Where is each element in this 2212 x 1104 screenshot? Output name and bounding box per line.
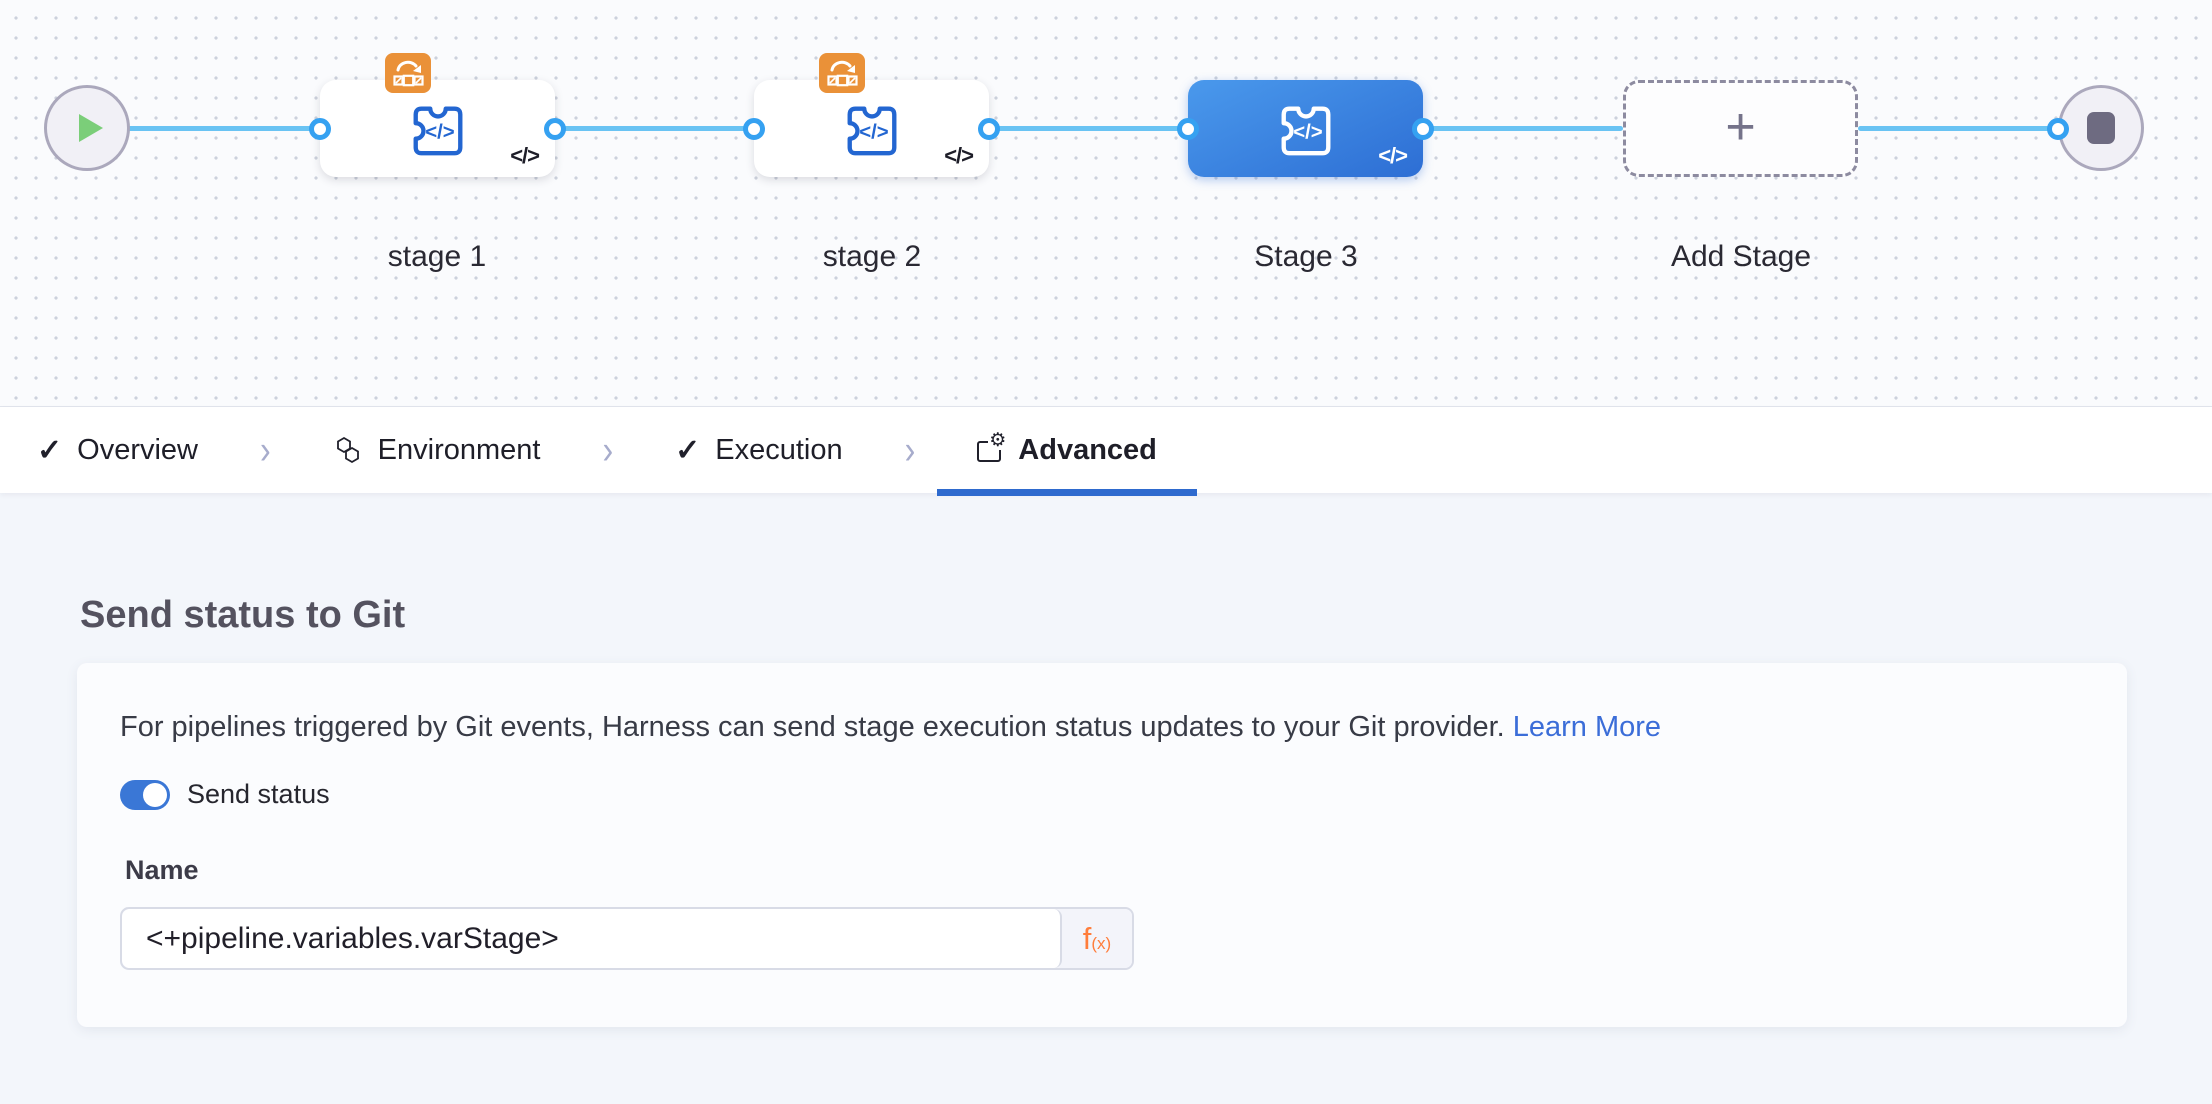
yaml-chip: </>	[510, 143, 540, 168]
custom-stage-icon: </>	[847, 105, 896, 155]
stage-config-tabbar: ✓ Overview › Environment › ✓ Execution ›…	[0, 407, 2212, 496]
port-dot[interactable]	[544, 118, 566, 140]
tab-advanced[interactable]: ⚙ Advanced	[937, 407, 1197, 496]
description-body: For pipelines triggered by Git events, H…	[120, 711, 1505, 743]
svg-text:</>: </>	[1293, 121, 1323, 143]
svg-text:</>: </>	[425, 121, 455, 143]
tab-label: Environment	[377, 433, 541, 466]
port-dot[interactable]	[1177, 118, 1199, 140]
name-input-group: f (x)	[120, 907, 1134, 970]
tab-execution[interactable]: ✓ Execution	[635, 407, 883, 493]
port-dot[interactable]	[2047, 118, 2069, 140]
tab-environment[interactable]: Environment	[293, 407, 581, 493]
custom-stage-icon: </>	[413, 105, 462, 155]
deploy-badge-icon	[819, 53, 865, 93]
check-icon: ✓	[37, 433, 63, 467]
stage-label-2: stage 2	[822, 240, 922, 273]
toggle-knob	[143, 782, 167, 807]
learn-more-link[interactable]: Learn More	[1512, 711, 1662, 743]
tab-label: Overview	[77, 433, 198, 466]
edge-addstage-end	[1858, 126, 2058, 131]
chevron-right-icon: ›	[260, 426, 271, 472]
toggle-label: Send status	[187, 779, 330, 809]
stage-label-3: Stage 3	[1254, 240, 1358, 273]
port-dot[interactable]	[1412, 118, 1434, 140]
tab-overview[interactable]: ✓ Overview	[37, 407, 238, 493]
pipeline-start-node	[44, 85, 130, 171]
port-dot[interactable]	[309, 118, 331, 140]
send-status-toggle[interactable]	[120, 779, 170, 810]
port-dot[interactable]	[743, 118, 765, 140]
custom-stage-icon: </>	[1281, 105, 1330, 155]
deploy-badge-icon	[385, 53, 431, 93]
tab-label: Execution	[715, 433, 843, 466]
yaml-chip: </>	[1378, 143, 1408, 168]
edge-stage3-addstage	[1423, 126, 1623, 131]
play-icon	[79, 114, 103, 142]
tab-label: Advanced	[1018, 433, 1157, 466]
add-stage-label: Add Stage	[1670, 240, 1812, 273]
plus-icon: +	[1725, 97, 1756, 156]
expression-fx-button[interactable]: f (x)	[1062, 909, 1132, 968]
add-stage-button[interactable]: +	[1623, 80, 1858, 177]
chevron-right-icon: ›	[904, 426, 916, 472]
send-status-card: For pipelines triggered by Git events, H…	[77, 663, 2127, 1027]
name-field-label: Name	[125, 855, 199, 885]
stage-label-1: stage 1	[387, 240, 487, 273]
chevron-right-icon: ›	[602, 426, 614, 472]
stop-icon	[2087, 112, 2115, 144]
stage-node-1[interactable]: </> </>	[309, 53, 566, 177]
fx-icon: f	[1082, 921, 1092, 956]
port-dot[interactable]	[978, 118, 1000, 140]
edge-stage2-stage3	[989, 126, 1188, 131]
description-text: For pipelines triggered by Git events, H…	[120, 707, 2087, 747]
stage-node-3-selected[interactable]: </> </>	[1177, 80, 1434, 177]
section-heading: Send status to Git	[80, 594, 406, 636]
yaml-chip: </>	[944, 143, 974, 168]
hexagons-icon	[333, 435, 363, 465]
edge-stage1-stage2	[555, 126, 754, 131]
svg-text:</>: </>	[859, 121, 889, 143]
name-input[interactable]	[122, 909, 1062, 968]
edge-start-stage1	[120, 126, 320, 131]
pipeline-canvas[interactable]: </> </> stage 1 </> </> stage 2 </>	[0, 0, 2212, 407]
advanced-panel: Send status to Git For pipelines trigger…	[0, 593, 2212, 1104]
doc-gear-icon: ⚙	[977, 431, 1008, 462]
pipeline-end-node	[2058, 85, 2144, 171]
check-icon: ✓	[675, 433, 701, 467]
stage-node-2[interactable]: </> </>	[743, 53, 1000, 177]
